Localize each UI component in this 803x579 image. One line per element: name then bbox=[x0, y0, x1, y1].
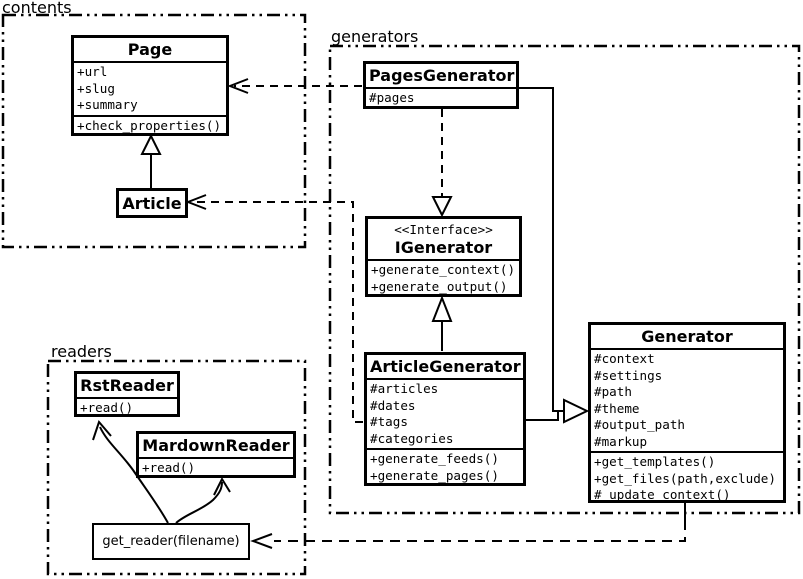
class-mardownreader-methods: +read() bbox=[139, 457, 293, 478]
attribute-line: +slug bbox=[77, 80, 115, 96]
attribute-line: #path bbox=[594, 384, 632, 399]
attribute-line: #settings bbox=[594, 367, 663, 383]
open-arrowhead-icon bbox=[213, 476, 231, 496]
hollow-triangle-icon bbox=[563, 398, 590, 424]
class-igenerator: <<Interface>> IGenerator +generate_conte… bbox=[365, 216, 522, 297]
class-pagesgenerator: PagesGenerator #pages bbox=[363, 61, 519, 109]
attribute-line: #pages bbox=[369, 90, 415, 105]
attribute-line: #tags bbox=[370, 414, 408, 429]
open-arrowhead-icon bbox=[185, 194, 207, 210]
class-mardownreader-title: MardownReader bbox=[142, 436, 290, 455]
class-page-methods: +check_properties() bbox=[74, 114, 226, 136]
package-label-readers: readers bbox=[51, 342, 112, 361]
class-igenerator-title: IGenerator bbox=[394, 238, 493, 257]
hollow-triangle-icon bbox=[140, 133, 162, 155]
class-igenerator-stereotype: <<Interface>> bbox=[394, 222, 493, 237]
class-page: Page +url +slug +summary +check_properti… bbox=[71, 35, 229, 136]
dependency-pagesgenerator-to-page bbox=[227, 78, 362, 94]
contents-package-border bbox=[1, 13, 307, 249]
class-generator-attributes: #context #settings #path #theme #output_… bbox=[591, 348, 783, 451]
attribute-line: +url bbox=[77, 64, 108, 79]
method-line: +get_files(path,exclude) bbox=[594, 470, 776, 486]
class-page-title: Page bbox=[127, 40, 173, 59]
attribute-line: #articles bbox=[370, 381, 439, 396]
method-line: +generate_feeds() bbox=[370, 451, 499, 466]
attribute-line: #context bbox=[594, 351, 655, 366]
class-rstreader: RstReader +read() bbox=[74, 371, 180, 417]
arrow-getreader-to-rstreader bbox=[92, 420, 169, 524]
method-line: +generate_context() bbox=[371, 262, 516, 277]
class-article-title: Article bbox=[122, 193, 182, 213]
class-articlegenerator: ArticleGenerator #articles #dates #tags … bbox=[364, 352, 526, 486]
attribute-line: #categories bbox=[370, 430, 454, 446]
attribute-line: #dates bbox=[370, 397, 416, 413]
inheritance-to-generator bbox=[519, 87, 590, 424]
class-articlegenerator-methods: +generate_feeds() +generate_pages() bbox=[367, 448, 523, 485]
inheritance-article-to-page bbox=[140, 133, 162, 188]
open-arrowhead-icon bbox=[92, 420, 112, 441]
class-article: Article bbox=[116, 188, 188, 218]
hollow-triangle-icon bbox=[431, 196, 453, 218]
attribute-line: +summary bbox=[77, 97, 138, 112]
method-line: +generate_output() bbox=[371, 278, 508, 294]
class-pagesgenerator-title: PagesGenerator bbox=[369, 66, 515, 85]
function-get-reader: get_reader(filename) bbox=[92, 523, 250, 560]
arrow-getreader-to-mardownreader bbox=[175, 476, 231, 524]
class-articlegenerator-title: ArticleGenerator bbox=[370, 357, 521, 376]
class-generator-methods: +get_templates() +get_files(path,exclude… bbox=[591, 451, 783, 505]
class-rstreader-title: RstReader bbox=[80, 376, 174, 395]
class-pagesgenerator-attributes: #pages bbox=[366, 87, 516, 108]
class-page-attributes: +url +slug +summary bbox=[74, 61, 226, 115]
attribute-line: #markup bbox=[594, 433, 648, 449]
method-line: +read() bbox=[142, 460, 196, 475]
method-line: +read() bbox=[80, 400, 134, 415]
dependency-generator-to-getreader bbox=[250, 503, 686, 549]
function-get-reader-label: get_reader(filename) bbox=[102, 534, 240, 549]
method-line: #_update_context() bbox=[594, 487, 731, 502]
dependency-articlegenerator-to-article bbox=[185, 194, 363, 423]
class-rstreader-methods: +read() bbox=[77, 397, 177, 418]
class-generator: Generator #context #settings #path #them… bbox=[588, 322, 786, 503]
method-line: +generate_pages() bbox=[370, 467, 499, 483]
class-articlegenerator-attributes: #articles #dates #tags #categories bbox=[367, 378, 523, 448]
method-line: +get_templates() bbox=[594, 454, 716, 469]
open-arrowhead-icon bbox=[227, 78, 249, 94]
class-mardownreader: MardownReader +read() bbox=[136, 431, 296, 478]
package-label-contents: contents bbox=[2, 0, 72, 17]
package-label-generators: generators bbox=[331, 27, 419, 46]
attribute-line: #output_path bbox=[594, 417, 685, 432]
class-igenerator-methods: +generate_context() +generate_output() bbox=[368, 259, 519, 296]
readers-package-border bbox=[46, 359, 307, 576]
attribute-line: #theme bbox=[594, 400, 640, 416]
open-arrowhead-icon bbox=[250, 533, 273, 549]
method-line: +check_properties() bbox=[77, 117, 222, 133]
generators-package-border bbox=[328, 44, 801, 515]
class-generator-title: Generator bbox=[641, 327, 733, 346]
hollow-triangle-icon bbox=[431, 295, 453, 322]
inheritance-articlegenerator-to-igenerator bbox=[431, 295, 453, 351]
realization-pagesgenerator-to-igenerator bbox=[431, 109, 453, 218]
